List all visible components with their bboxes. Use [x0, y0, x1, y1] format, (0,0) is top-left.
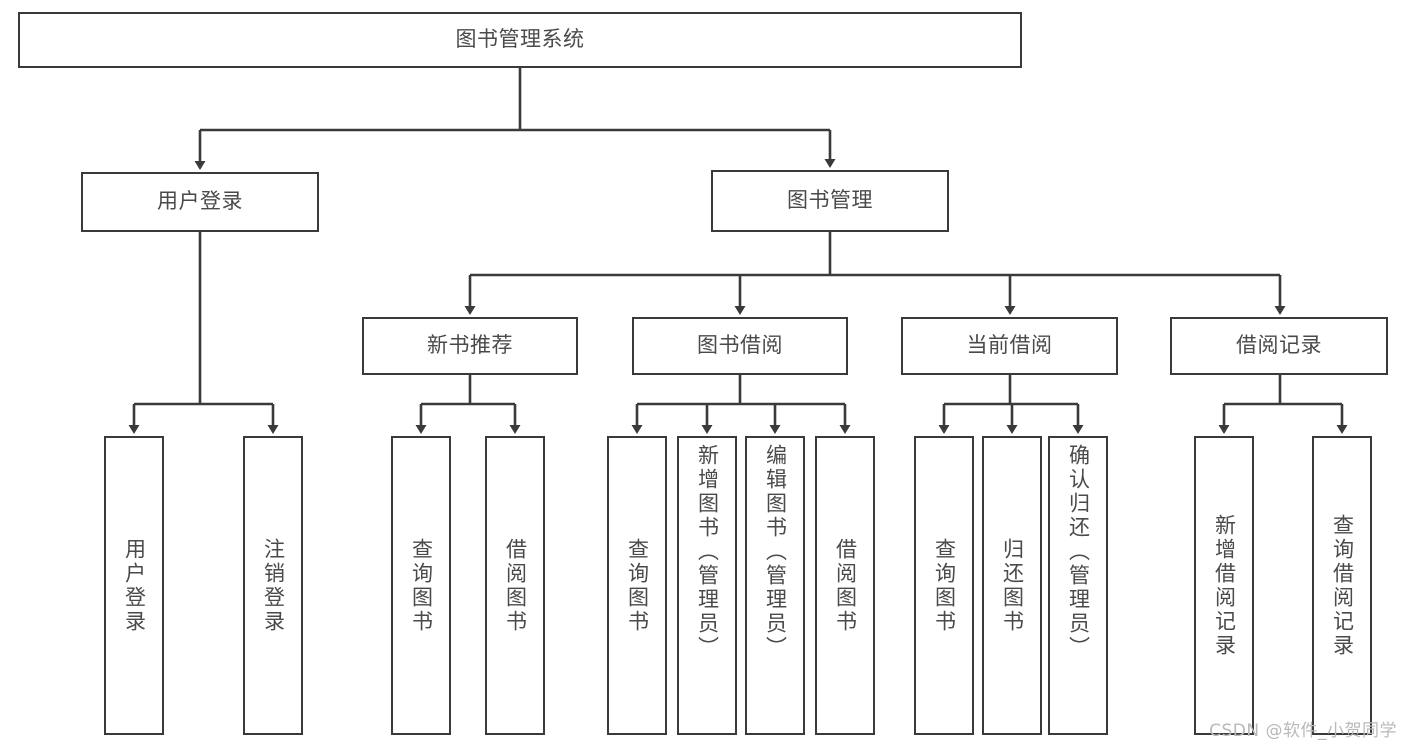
node-user-login-label: 用户登录: [157, 189, 243, 214]
leaf-add-borrow-record[interactable]: 新增借阅记录: [1194, 436, 1254, 735]
leaf-logout[interactable]: 注销登录: [243, 436, 303, 735]
leaf-edit-book-admin[interactable]: 编辑图书（管理员）: [745, 436, 805, 735]
leaf-user-login[interactable]: 用户登录: [104, 436, 164, 735]
leaf-borrow-books-recommend[interactable]: 借阅图书: [485, 436, 545, 735]
leaf-borrow-book-label: 借阅图书: [833, 537, 858, 634]
node-book-management-label: 图书管理: [787, 188, 873, 213]
leaf-confirm-return-admin[interactable]: 确认归还（管理员）: [1048, 436, 1108, 735]
leaf-return-book-label: 归还图书: [1000, 537, 1025, 634]
node-new-book-recommend[interactable]: 新书推荐: [362, 317, 578, 375]
node-book-borrow-label: 图书借阅: [697, 333, 783, 358]
leaf-borrow-book[interactable]: 借阅图书: [815, 436, 875, 735]
leaf-user-login-label: 用户登录: [122, 537, 147, 634]
node-root[interactable]: 图书管理系统: [18, 12, 1022, 68]
leaf-return-book[interactable]: 归还图书: [982, 436, 1042, 735]
node-borrow-record-label: 借阅记录: [1236, 333, 1322, 358]
node-current-borrow[interactable]: 当前借阅: [901, 317, 1118, 375]
leaf-add-borrow-record-label: 新增借阅记录: [1212, 513, 1237, 658]
leaf-query-borrow-record[interactable]: 查询借阅记录: [1312, 436, 1372, 735]
leaf-logout-label: 注销登录: [261, 537, 286, 634]
leaf-query-books-current[interactable]: 查询图书: [914, 436, 974, 735]
node-root-label: 图书管理系统: [455, 27, 585, 52]
watermark: CSDN @软件_小贺同学: [1209, 721, 1397, 741]
node-new-book-recommend-label: 新书推荐: [427, 333, 513, 358]
leaf-query-books-borrow[interactable]: 查询图书: [607, 436, 667, 735]
leaf-add-book-admin-label: 新增图书（管理员）: [695, 444, 720, 660]
leaf-query-books-current-label: 查询图书: [932, 537, 957, 634]
node-current-borrow-label: 当前借阅: [966, 333, 1053, 358]
leaf-query-books-borrow-label: 查询图书: [625, 537, 650, 634]
node-user-login[interactable]: 用户登录: [81, 172, 319, 232]
leaf-query-books-recommend-label: 查询图书: [409, 537, 434, 634]
node-borrow-record[interactable]: 借阅记录: [1170, 317, 1388, 375]
leaf-query-books-recommend[interactable]: 查询图书: [391, 436, 451, 735]
leaf-add-book-admin[interactable]: 新增图书（管理员）: [677, 436, 737, 735]
node-book-borrow[interactable]: 图书借阅: [632, 317, 848, 375]
leaf-confirm-return-admin-label: 确认归还（管理员）: [1066, 444, 1091, 660]
leaf-borrow-books-recommend-label: 借阅图书: [503, 537, 528, 634]
leaf-query-borrow-record-label: 查询借阅记录: [1330, 513, 1355, 658]
node-book-management[interactable]: 图书管理: [711, 170, 949, 232]
leaf-edit-book-admin-label: 编辑图书（管理员）: [763, 444, 788, 660]
